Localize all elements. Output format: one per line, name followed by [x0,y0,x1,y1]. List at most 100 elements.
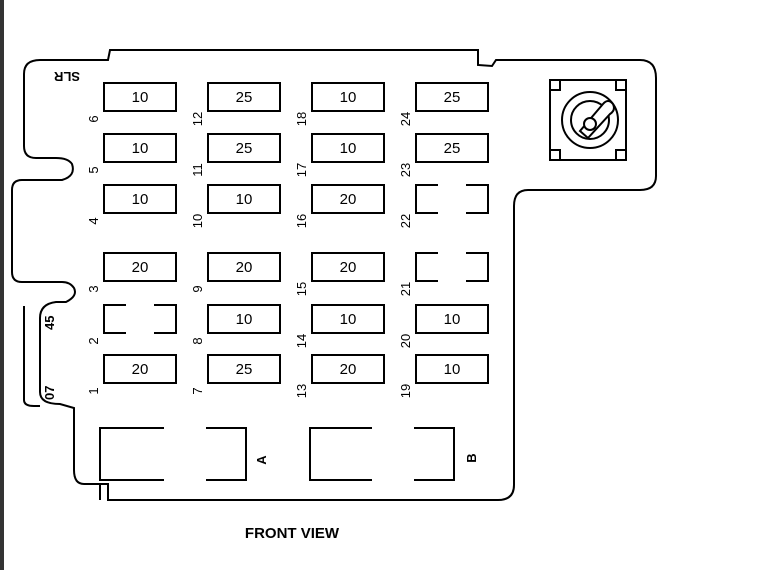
fuse-slot-12: 25 12 [190,82,281,126]
fuse-amperage: 10 [236,311,253,328]
relay-b-gap [372,426,414,482]
fuse-position-number: 14 [294,334,309,348]
corner-label: SLR [53,69,80,84]
fuse-slot-20: 10 20 [398,304,489,348]
fuse-outline [415,304,489,334]
panel-inner-line [23,306,40,407]
fuse-outline [415,133,489,163]
fuse-grid: 2012203104105106257108209101025112512201… [86,82,489,398]
empty-slot-gap [126,302,154,336]
side-label-45: 45 [42,316,57,330]
fuse-amperage: 10 [236,191,253,208]
fuse-position-number: 4 [86,217,101,224]
relay-a-label: A [254,455,269,465]
fuse-position-number: 13 [294,384,309,398]
fuse-position-number: 7 [190,387,205,394]
fuse-amperage: 20 [132,361,149,378]
fuse-outline [103,252,177,282]
fuse-position-number: 10 [190,214,205,228]
fuse-outline [207,304,281,334]
left-border [0,0,4,570]
fuse-position-number: 5 [86,166,101,173]
empty-slot-gap [438,182,466,216]
fuse-amperage: 20 [236,259,253,276]
fuse-outline [103,82,177,112]
fuse-slot-24: 25 24 [398,82,489,126]
rotary-switch [549,79,627,161]
fuse-slot-19: 10 19 [398,354,489,398]
relay-b: B [309,426,479,482]
relay-a: A [99,426,269,482]
fuse-outline [311,184,385,214]
fuse-position-number: 12 [190,112,205,126]
fuse-outline [207,82,281,112]
fuse-slot-10: 10 10 [190,184,281,228]
fuse-outline [207,354,281,384]
rotary-corner [549,79,561,91]
fuse-outline [207,133,281,163]
fuse-position-number: 6 [86,115,101,122]
relay-a-gap [164,426,206,482]
fuse-amperage: 20 [132,259,149,276]
fuse-outline [415,354,489,384]
side-label-07: 07 [42,386,57,400]
fuse-slot-8: 10 8 [190,304,281,345]
fuse-position-number: 22 [398,214,413,228]
fuse-amperage: 10 [132,89,149,106]
fuse-slot-23: 25 23 [398,133,489,177]
fuse-amperage: 10 [444,361,461,378]
fuse-position-number: 19 [398,384,413,398]
fuse-slot-3: 20 3 [86,252,177,293]
fuse-outline [415,82,489,112]
fuse-slot-1: 20 1 [86,354,177,395]
fuse-amperage: 10 [340,311,357,328]
fuse-slot-9: 20 9 [190,252,281,293]
empty-slot-gap [438,250,466,284]
fuse-outline [311,133,385,163]
fuse-position-number: 9 [190,285,205,292]
fuse-position-number: 2 [86,337,101,344]
fuse-amperage: 25 [444,140,461,157]
fuse-slot-21: 21 [398,250,489,296]
fuse-position-number: 23 [398,163,413,177]
fuse-position-number: 3 [86,285,101,292]
fuse-position-number: 8 [190,337,205,344]
fuse-position-number: 11 [190,163,205,177]
fuse-outline [103,184,177,214]
fuse-amperage: 20 [340,361,357,378]
fuse-slot-11: 25 11 [190,133,281,177]
fuse-amperage: 10 [132,140,149,157]
fuse-position-number: 24 [398,112,413,126]
fuse-amperage: 25 [236,89,253,106]
fuse-amperage: 20 [340,259,357,276]
fuse-amperage: 10 [444,311,461,328]
fuse-amperage: 20 [340,191,357,208]
fuse-outline [311,82,385,112]
fuse-amperage: 25 [444,89,461,106]
fuse-amperage: 25 [236,140,253,157]
fuse-slot-2: 2 [86,302,177,345]
fuse-outline [311,252,385,282]
fuse-outline [207,252,281,282]
fuse-outline [103,133,177,163]
fuse-outline [311,354,385,384]
fuse-outline [311,304,385,334]
relay-b-label: B [464,453,479,462]
fuse-position-number: 20 [398,334,413,348]
fuse-slot-4: 104 [86,184,177,225]
rotary-dial-hub [583,117,597,131]
rotary-corner [615,79,627,91]
fuse-slot-6: 10 6 [86,82,177,123]
fuse-slot-7: 257 [190,354,281,395]
fuse-slot-5: 10 5 [86,133,177,174]
fuse-position-number: 1 [86,387,101,394]
rotary-corner [549,149,561,161]
fuse-position-number: 15 [294,282,309,296]
